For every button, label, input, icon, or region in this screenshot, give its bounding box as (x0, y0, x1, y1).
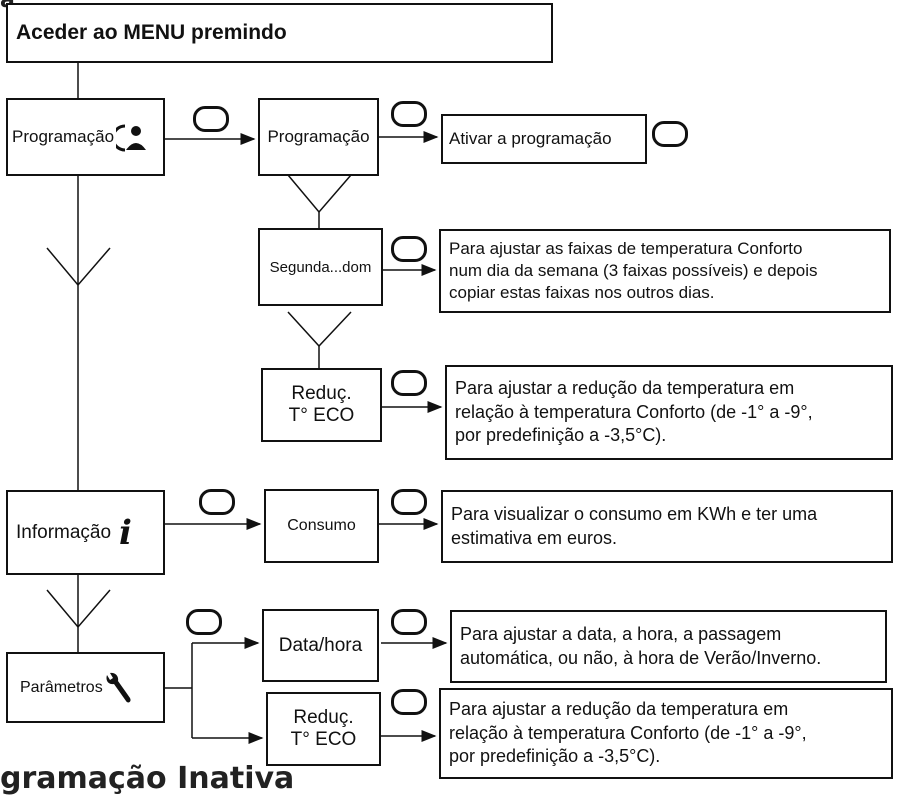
segunda-dom-box: Segunda...dom (258, 228, 383, 306)
note-line: Para ajustar a data, a hora, a passagem (460, 624, 782, 645)
data-hora-note: Para ajustar a data, a hora, a passagem … (450, 610, 887, 683)
menu-access-label: Aceder ao MENU premindo (16, 21, 287, 44)
consumo-note: Para visualizar o consumo em KWh e ter u… (441, 490, 893, 563)
button-pill-icon (391, 689, 427, 715)
clock-person-icon (116, 124, 147, 152)
button-pill-icon (391, 370, 427, 396)
programacao-sub-label: Programação (267, 127, 370, 146)
menu-access-box: Aceder ao MENU premindo (6, 3, 553, 63)
consumo-label: Consumo (287, 517, 356, 534)
reducao-eco-note: Para ajustar a redução da temperatura em… (445, 365, 893, 460)
info-icon: i (119, 512, 132, 553)
informacao-label: Informação (16, 521, 112, 543)
parametros-label: Parâmetros (20, 678, 103, 696)
note-line: copiar estas faixas nos outros dias. (449, 283, 715, 303)
reducao-eco-line: Reduç. (291, 383, 352, 404)
segunda-dom-note: Para ajustar as faixas de temperatura Co… (439, 229, 891, 313)
programacao-sub-box: Programação (258, 98, 379, 176)
reducao-eco-box: Reduç. T° ECO (266, 692, 381, 766)
button-pill-icon (391, 609, 427, 635)
reducao-eco-box: Reduç. T° ECO (261, 368, 382, 442)
note-line: por predefinição a -3,5°C). (455, 425, 667, 446)
data-hora-box: Data/hora (262, 609, 379, 682)
note-line: por predefinição a -3,5°C). (449, 746, 661, 767)
chevron-down-icon (287, 311, 352, 348)
data-hora-label: Data/hora (278, 634, 363, 656)
parametros-box: Parâmetros (6, 652, 165, 723)
ativar-programacao-box: Ativar a programação (441, 114, 647, 164)
chevron-down-icon (287, 174, 352, 214)
bottom-section-heading: gramação Inativa (0, 761, 295, 796)
note-line: estimativa em euros. (451, 527, 618, 548)
note-line: automática, ou não, à hora de Verão/Inve… (460, 647, 822, 668)
note-line: Para ajustar a redução da temperatura em (449, 699, 789, 720)
note-line: Para ajustar a redução da temperatura em (455, 378, 795, 399)
ativar-programacao-label: Ativar a programação (449, 129, 612, 148)
informacao-box: Informação i (6, 490, 165, 575)
programacao-menu-label: Programação (12, 127, 115, 146)
reducao-eco-note: Para ajustar a redução da temperatura em… (439, 688, 893, 779)
button-pill-icon (199, 489, 235, 515)
wrench-icon (106, 672, 131, 702)
button-pill-icon (391, 489, 427, 515)
consumo-box: Consumo (264, 489, 379, 563)
button-pill-icon (193, 106, 229, 132)
button-pill-icon (391, 236, 427, 262)
chevron-down-icon (46, 247, 111, 287)
reducao-eco-line: Reduç. (293, 707, 354, 728)
segunda-dom-label: Segunda...dom (269, 258, 372, 276)
note-line: relação à temperatura Conforto (de -1° a… (455, 401, 813, 422)
note-line: Para ajustar as faixas de temperatura Co… (449, 238, 803, 258)
button-pill-icon (391, 101, 427, 127)
button-pill-icon (652, 121, 688, 147)
note-line: Para visualizar o consumo em KWh e ter u… (451, 504, 818, 525)
reducao-eco-line: T° ECO (290, 729, 357, 750)
button-pill-icon (186, 609, 222, 635)
note-line: num dia da semana (3 faixas possíveis) e… (449, 260, 818, 280)
reducao-eco-line: T° ECO (288, 405, 355, 426)
note-line: relação à temperatura Conforto (de -1° a… (449, 722, 807, 743)
programacao-menu-box: Programação (6, 98, 165, 176)
